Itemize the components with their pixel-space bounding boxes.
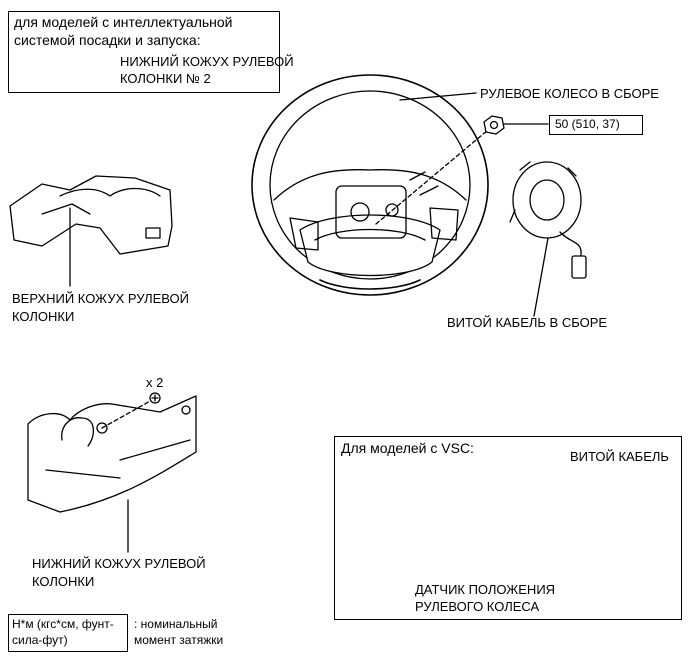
smart-entry-note-line1: для моделей с интеллектуальной <box>14 14 233 30</box>
lower-cover-label-line2: КОЛОНКИ <box>32 574 95 589</box>
screw-count-label: x 2 <box>146 375 164 390</box>
lower-cover-no2-label-line1: НИЖНИЙ КОЖУХ РУЛЕВОЙ <box>120 54 294 69</box>
torque-unit-desc-line1: : номинальный <box>134 617 218 631</box>
torque-unit-line2: сила-фут) <box>12 633 68 647</box>
steering-wheel-label: РУЛЕВОЕ КОЛЕСО В СБОРЕ <box>480 86 659 101</box>
torque-value-box <box>549 115 643 135</box>
torque-value: 50 (510, 37) <box>555 117 620 131</box>
spiral-cable-assy-label: ВИТОЙ КАБЕЛЬ В СБОРЕ <box>447 315 608 330</box>
smart-entry-note-line2: системой посадки и запуска: <box>14 32 201 48</box>
torque-unit-legend-box <box>8 614 128 652</box>
upper-cover-label-line2: КОЛОНКИ <box>12 309 75 324</box>
steering-sensor-label-line2: РУЛЕВОГО КОЛЕСА <box>415 599 540 614</box>
lower-cover-no2-label-line2: КОЛОНКИ № 2 <box>120 71 211 86</box>
steering-wheel-drawing <box>251 74 489 296</box>
torque-unit-desc-line2: момент затяжки <box>134 633 224 647</box>
nut-icon <box>483 115 549 135</box>
upper-cover-label-line1: ВЕРХНИЙ КОЖУХ РУЛЕВОЙ <box>12 291 189 306</box>
spiral-cable-drawing <box>509 161 587 317</box>
steering-sensor-label-line1: ДАТЧИК ПОЛОЖЕНИЯ <box>415 582 556 597</box>
lower-cover-label-line1: НИЖНИЙ КОЖУХ РУЛЕВОЙ <box>32 556 206 571</box>
vsc-note-title: Для моделей с VSC: <box>341 440 474 456</box>
vsc-note-box <box>334 436 682 620</box>
upper-cover-drawing <box>9 175 173 287</box>
torque-unit-line1: Н*м (кгс*см, фунт- <box>12 617 114 631</box>
smart-entry-note-box <box>8 11 280 93</box>
vsc-spiral-cable-label: ВИТОЙ КАБЕЛЬ <box>570 449 669 464</box>
lower-cover-drawing <box>27 395 197 553</box>
screw-icon <box>149 392 161 404</box>
